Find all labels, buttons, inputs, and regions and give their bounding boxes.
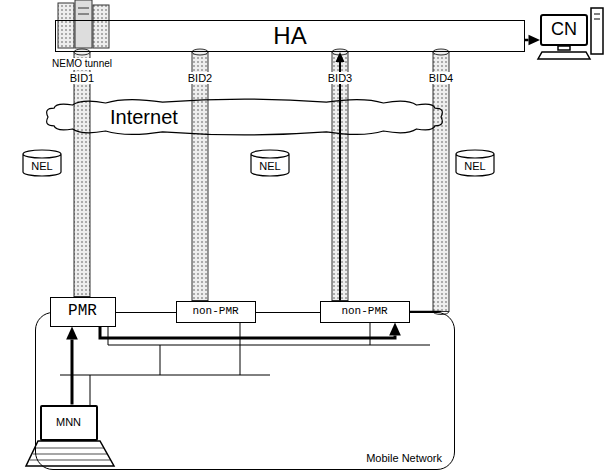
mobile-network-region: Mobile NetworkPMRnon-PMRnon-PMRMNN	[35, 312, 455, 470]
arrow-head	[529, 35, 541, 45]
internet-cloud: Internet	[42, 96, 447, 138]
nemo-tunnel	[410, 49, 450, 315]
node-text: HA	[273, 23, 306, 49]
node-text: PMR	[68, 303, 97, 321]
node-text: Internet	[110, 106, 178, 128]
nel-drum: NEL	[22, 150, 62, 176]
drum-path	[23, 150, 61, 176]
cloud-outline	[42, 96, 447, 138]
server-unit	[93, 5, 109, 48]
nemo-tunnel	[332, 49, 348, 304]
arrow-line	[525, 39, 529, 42]
lan-wire	[108, 327, 109, 345]
arrow-head	[389, 323, 401, 336]
tunnel-id-label: BID2	[187, 72, 213, 84]
tunnel-cap	[192, 49, 208, 55]
server-unit	[75, 0, 92, 48]
nemo-tunnel	[192, 49, 208, 304]
tunnel-caption: NEMO tunnel	[51, 58, 113, 70]
lan-wire	[160, 345, 161, 375]
lan-wire	[240, 323, 241, 375]
tunnel-id-label: BID3	[327, 72, 353, 84]
nel-drum: NEL	[250, 150, 290, 176]
correspondent-node-monitor: CN	[540, 14, 588, 46]
nel-drum: NEL	[455, 150, 495, 176]
server-slot	[78, 14, 89, 15]
tunnel-body	[192, 52, 208, 301]
tunnel-body	[332, 52, 348, 301]
laptop-keyboard	[26, 441, 114, 466]
node-text: CN	[551, 20, 577, 40]
server-unit	[58, 3, 74, 48]
network-wires	[60, 323, 430, 405]
tunnel-id-label: BID4	[428, 72, 454, 84]
arrow-line	[339, 62, 341, 301]
monitor-stand	[558, 46, 570, 50]
server-icon	[58, 0, 109, 48]
non-pmr-router: non-PMR	[320, 301, 410, 323]
nemo-tunnel	[74, 49, 90, 300]
cloud-path	[47, 99, 443, 135]
non-pmr-router: non-PMR	[176, 301, 256, 323]
pmr-router: PMR	[50, 297, 116, 327]
keyboard-keys	[30, 448, 110, 460]
tunnel-body	[433, 52, 449, 312]
node-text: MNN	[56, 416, 81, 428]
tunnel-id-label: BID1	[69, 72, 95, 84]
lan-wire	[370, 323, 371, 345]
arrow-line	[71, 340, 74, 405]
flow-arrow	[336, 52, 345, 301]
arrow-head	[66, 327, 78, 340]
node-text: non-PMR	[341, 305, 387, 317]
computer-tower	[591, 8, 603, 54]
computer-keyboard	[538, 52, 590, 59]
drum-path	[251, 150, 289, 176]
flow-arrow	[66, 327, 78, 405]
mnn-laptop-screen: MNN	[40, 405, 98, 441]
node-text: Mobile Network	[366, 452, 442, 464]
lan-wire	[108, 345, 430, 346]
tunnel-cap	[74, 49, 90, 55]
node-text: NEL	[464, 160, 485, 172]
drum-path	[456, 150, 494, 176]
node-text: NEL	[259, 160, 280, 172]
computer-icon	[538, 8, 603, 59]
tunnel-cap	[433, 49, 449, 55]
server-slot	[78, 8, 89, 9]
arrow-head	[336, 52, 345, 62]
lan-wire	[90, 375, 91, 405]
tower-slots	[594, 14, 600, 19]
lan-wire	[60, 375, 270, 376]
node-text: NEL	[31, 160, 52, 172]
node-text: non-PMR	[192, 305, 238, 317]
tunnel-body	[74, 52, 90, 297]
home-agent-box: HA	[55, 20, 525, 52]
flow-arrow	[525, 35, 540, 45]
keyboard-body	[26, 441, 114, 466]
flow-arrow	[100, 323, 401, 339]
arrow-line	[100, 327, 395, 339]
